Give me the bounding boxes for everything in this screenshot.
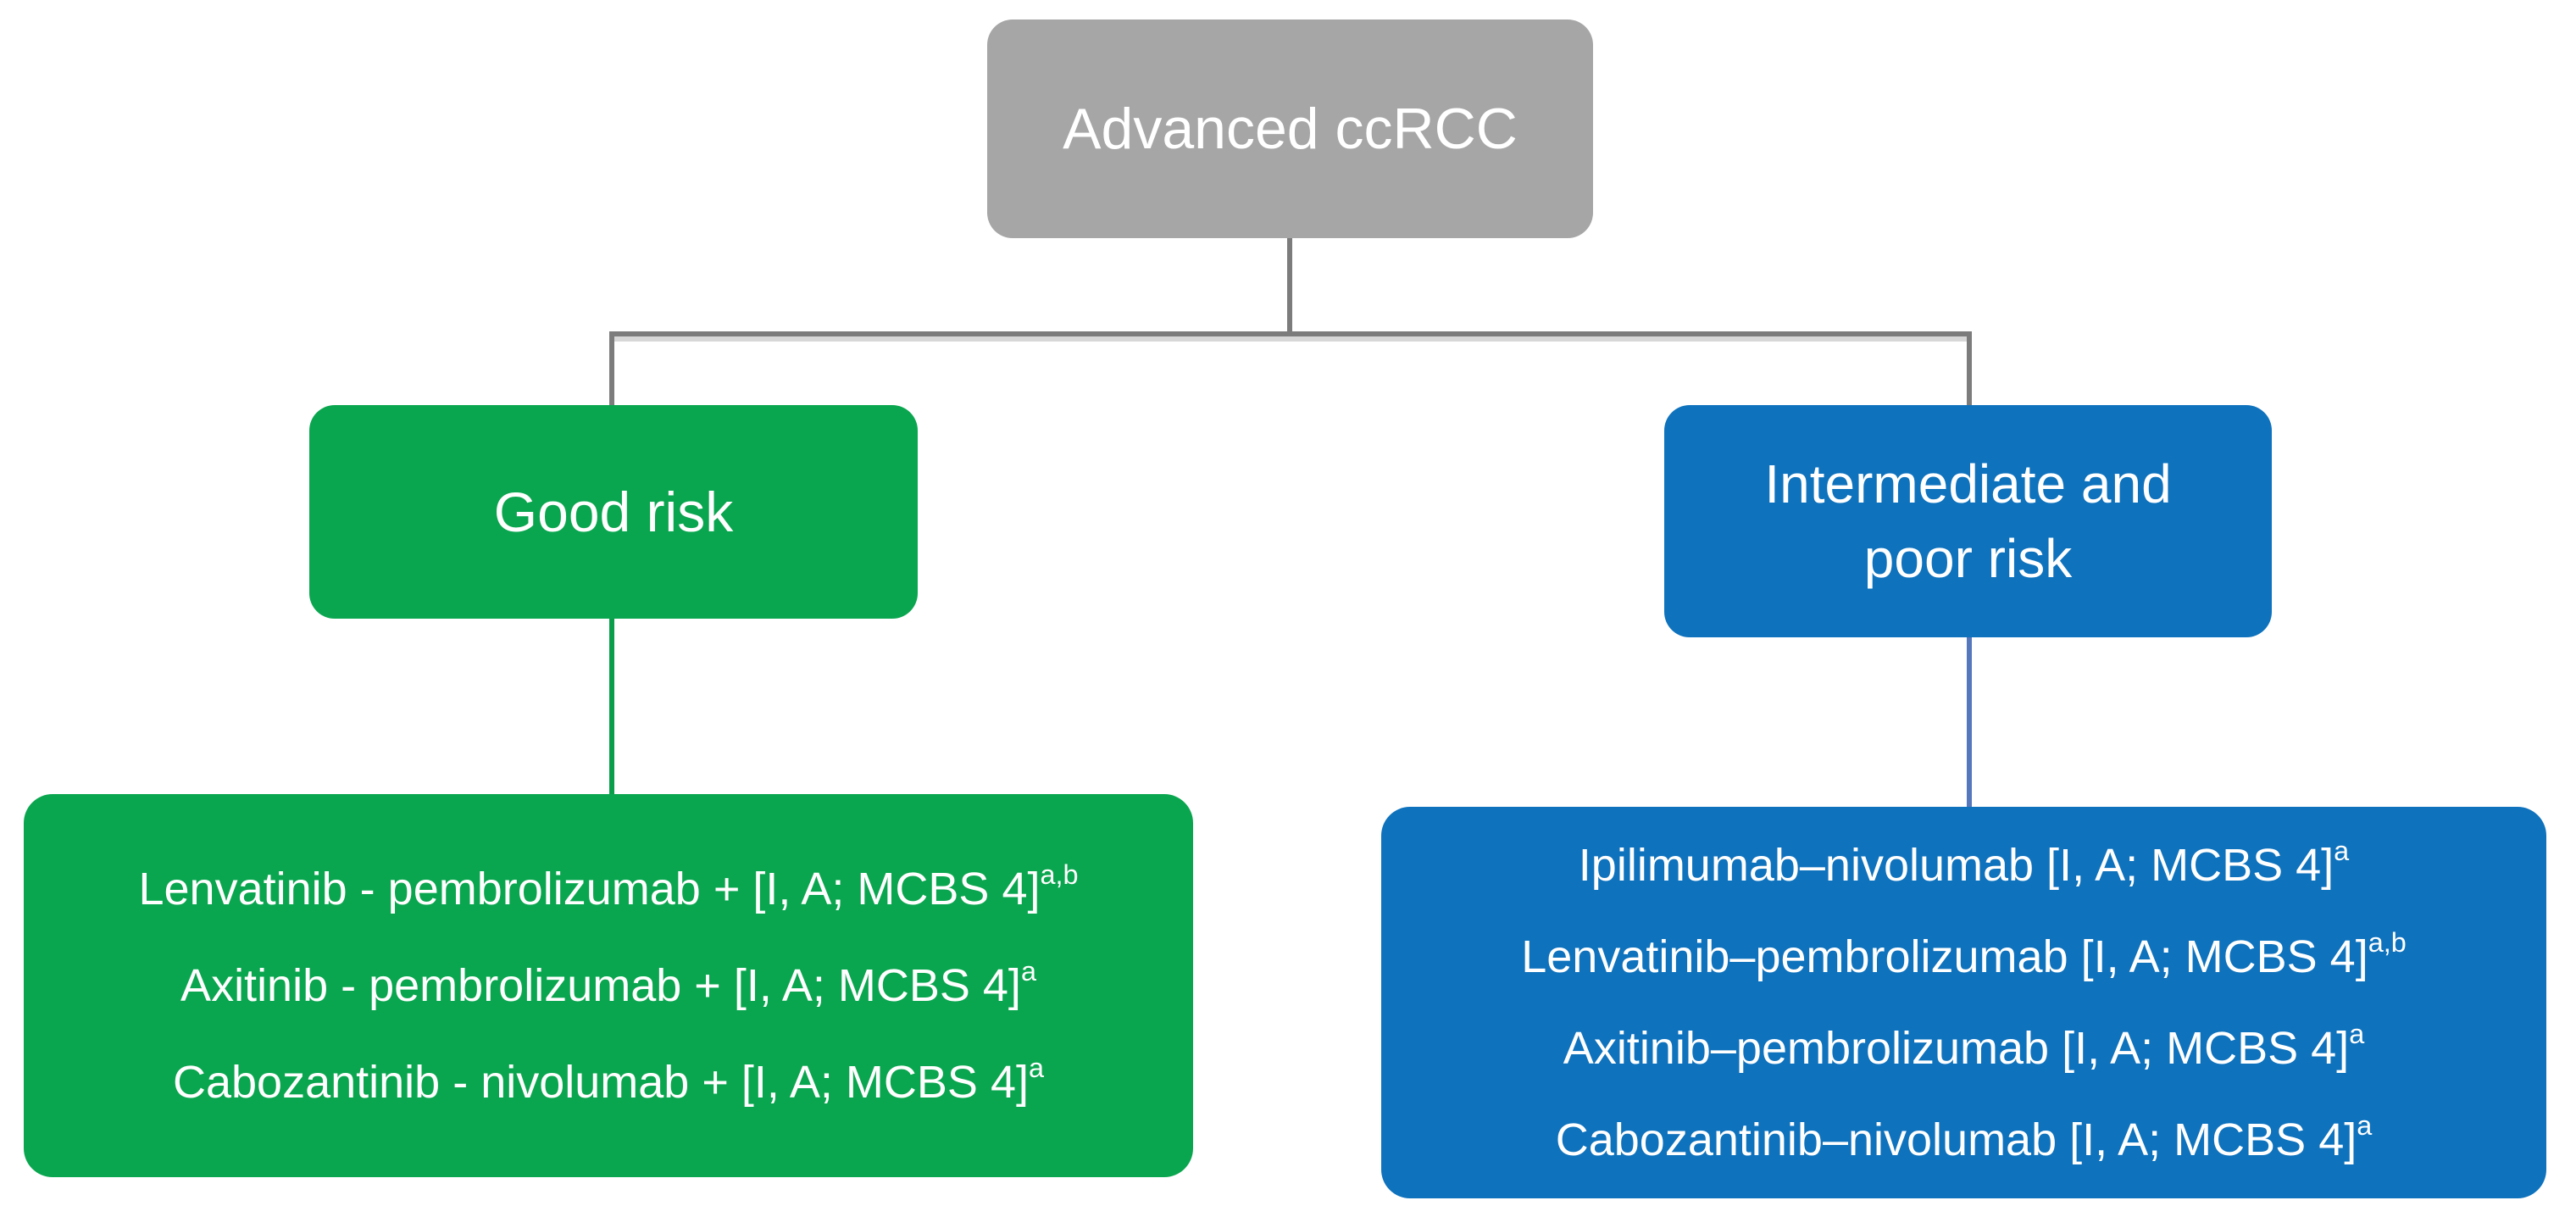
treatment-text: Ipilimumab–nivolumab [I, A; MCBS 4] bbox=[1578, 840, 2334, 891]
treatment-line: Lenvatinib–pembrolizumab [I, A; MCBS 4]a… bbox=[1521, 929, 2407, 983]
treatment-line: Axitinib - pembrolizumab + [I, A; MCBS 4… bbox=[180, 956, 1036, 1012]
treatment-line: Axitinib–pembrolizumab [I, A; MCBS 4]a bbox=[1563, 1019, 2365, 1075]
node-good-risk: Good risk bbox=[309, 405, 918, 619]
connector-drop-good-risk bbox=[609, 331, 614, 405]
treatment-line: Cabozantinib - nivolumab + [I, A; MCBS 4… bbox=[172, 1053, 1044, 1109]
node-good-risk-label: Good risk bbox=[493, 481, 734, 543]
node-intermediate-poor-risk: Intermediate and poor risk bbox=[1664, 405, 2272, 637]
connector-root-stem bbox=[1287, 238, 1292, 331]
node-intermediate-poor-risk-label-line2: poor risk bbox=[1863, 528, 2073, 589]
connector-good-risk-to-treatments bbox=[609, 619, 614, 794]
treatment-text: Cabozantinib–nivolumab [I, A; MCBS 4] bbox=[1555, 1114, 2357, 1165]
treatment-text: Cabozantinib - nivolumab + [I, A; MCBS 4… bbox=[172, 1057, 1029, 1108]
treatment-line: Ipilimumab–nivolumab [I, A; MCBS 4]a bbox=[1578, 836, 2350, 892]
node-advanced-ccrcc: Advanced ccRCC bbox=[987, 19, 1593, 238]
connector-branch-horizontal bbox=[609, 331, 1972, 336]
treatment-text: Lenvatinib - pembrolizumab + [I, A; MCBS… bbox=[138, 864, 1041, 914]
treatment-superscript: a bbox=[1020, 956, 1036, 987]
treatment-text: Axitinib - pembrolizumab + [I, A; MCBS 4… bbox=[180, 960, 1021, 1011]
node-good-risk-treatments: Lenvatinib - pembrolizumab + [I, A; MCBS… bbox=[24, 794, 1193, 1177]
connector-drop-intermediate-poor bbox=[1967, 331, 1972, 405]
treatment-text: Axitinib–pembrolizumab [I, A; MCBS 4] bbox=[1563, 1023, 2350, 1074]
treatment-superscript: a bbox=[1028, 1053, 1044, 1084]
treatment-text: Lenvatinib–pembrolizumab [I, A; MCBS 4] bbox=[1521, 931, 2368, 982]
treatment-line: Cabozantinib–nivolumab [I, A; MCBS 4]a bbox=[1555, 1112, 2373, 1166]
treatment-superscript: a bbox=[2334, 836, 2350, 867]
treatment-line: Lenvatinib - pembrolizumab + [I, A; MCBS… bbox=[138, 861, 1078, 915]
treatment-superscript: a bbox=[2357, 1110, 2373, 1142]
node-advanced-ccrcc-label: Advanced ccRCC bbox=[1063, 97, 1518, 161]
connector-intermediate-poor-to-treatments bbox=[1967, 637, 1972, 807]
node-intermediate-poor-treatments: Ipilimumab–nivolumab [I, A; MCBS 4]a Len… bbox=[1381, 807, 2546, 1198]
treatment-superscript: a,b bbox=[2368, 927, 2407, 959]
node-intermediate-poor-risk-label-line1: Intermediate and bbox=[1764, 453, 2172, 514]
treatment-superscript: a,b bbox=[1040, 859, 1079, 891]
treatment-superscript: a bbox=[2349, 1019, 2365, 1050]
